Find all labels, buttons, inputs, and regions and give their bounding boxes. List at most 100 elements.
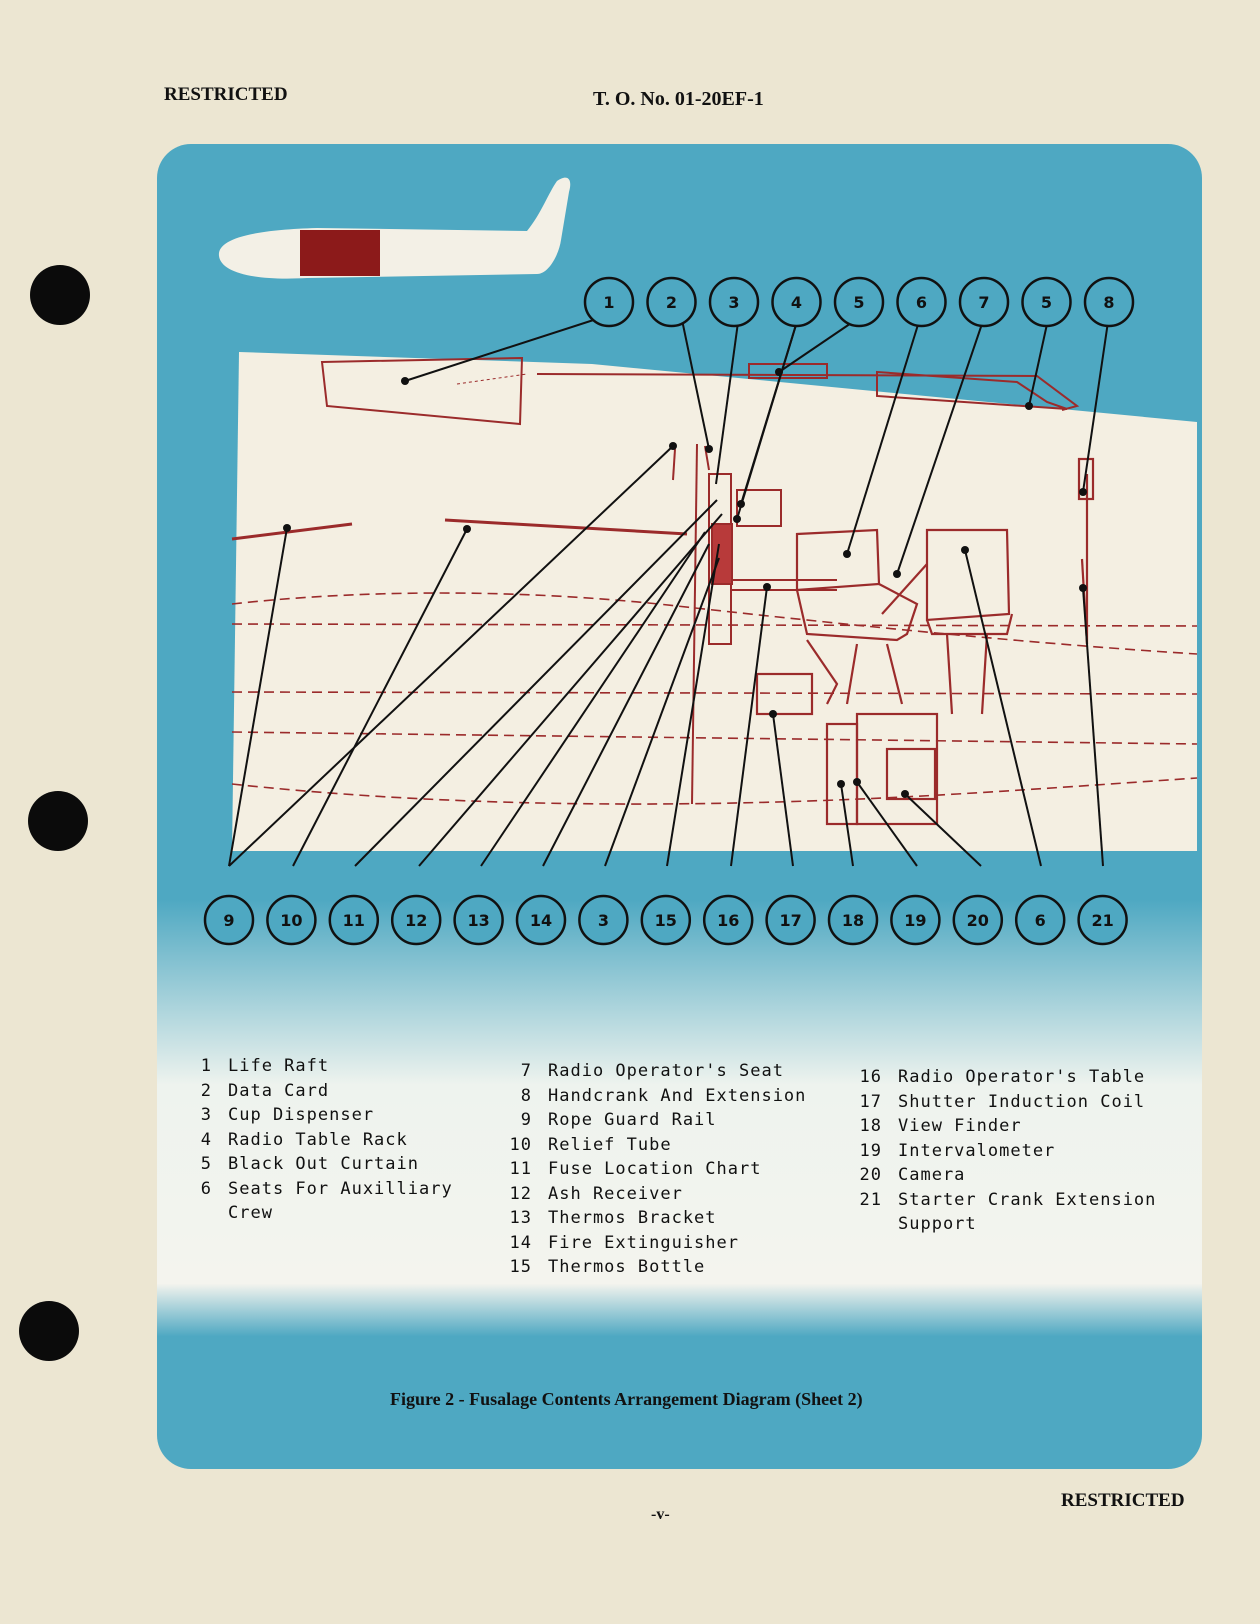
callout-number: 3 [598, 911, 609, 930]
legend-number: 20 [859, 1165, 882, 1185]
callout-7: 7 [958, 276, 1010, 328]
legend-number: 16 [859, 1067, 882, 1087]
callout-number: 14 [530, 911, 552, 930]
callout-number: 7 [978, 293, 989, 312]
legend-number: 14 [509, 1232, 532, 1253]
header-restricted: RESTRICTED [164, 84, 288, 105]
callout-5: 5 [1021, 276, 1072, 328]
callout-number: 10 [280, 911, 302, 930]
legend-number: 7 [520, 1061, 532, 1081]
callout-16: 16 [702, 894, 754, 946]
legend-number: 3 [200, 1105, 212, 1125]
callout-number: 21 [1091, 911, 1113, 930]
legend-label: Thermos Bracket [548, 1208, 717, 1228]
punch-hole-bottom [19, 1301, 79, 1361]
legend-label: Relief Tube [548, 1134, 672, 1155]
legend-number: 4 [200, 1129, 212, 1150]
callout-13: 13 [453, 894, 504, 946]
callout-number: 2 [666, 293, 677, 312]
callout-number: 11 [343, 911, 365, 930]
callout-number: 19 [904, 911, 926, 930]
legend-number: 13 [509, 1208, 532, 1228]
page-number: -v- [651, 1506, 670, 1523]
legend-number: 6 [200, 1178, 212, 1199]
callout-10: 10 [266, 894, 317, 946]
legend-label: Camera [898, 1165, 966, 1185]
legend-number: 11 [509, 1159, 532, 1179]
callout-number: 5 [1041, 293, 1052, 312]
legend-number: 21 [859, 1189, 882, 1210]
aircraft-silhouette-icon [218, 177, 571, 279]
callout-11: 11 [328, 894, 380, 946]
callout-2: 2 [646, 276, 697, 328]
legend-number: 2 [200, 1080, 212, 1101]
legend-number: 19 [859, 1140, 882, 1161]
callout-number: 6 [1035, 911, 1046, 930]
callout-5: 5 [833, 276, 885, 328]
footer-restricted: RESTRICTED [1061, 1490, 1185, 1511]
legend-label: Shutter Induction Coil [898, 1091, 1146, 1112]
callout-3: 3 [578, 894, 629, 946]
callout-number: 8 [1103, 293, 1114, 312]
legend-label: Cup Dispenser [228, 1105, 375, 1125]
document-number: T. O. No. 01-20EF-1 [593, 88, 764, 110]
callout-number: 17 [779, 911, 801, 930]
legend-label: Support [898, 1214, 977, 1234]
callout-number: 15 [655, 911, 677, 930]
legend-number: 1 [200, 1056, 212, 1076]
callout-number: 12 [405, 911, 427, 930]
legend-label: Handcrank And Extension [548, 1085, 807, 1106]
legend-number: 15 [509, 1257, 532, 1277]
callout-6: 6 [896, 276, 947, 328]
legend-label: Intervalometer [898, 1140, 1056, 1161]
callout-19: 19 [890, 894, 941, 946]
figure-caption: Figure 2 - Fusalage Contents Arrangement… [390, 1389, 863, 1409]
callout-number: 20 [967, 911, 989, 930]
legend-label: Seats For Auxilliary [228, 1178, 453, 1199]
legend-label: Data Card [228, 1080, 330, 1101]
legend-label: Fire Extinguisher [548, 1232, 739, 1253]
legend-number: 9 [520, 1110, 532, 1130]
callout-9: 9 [203, 894, 255, 946]
callout-number: 16 [717, 911, 739, 930]
punch-hole-middle [28, 791, 88, 851]
callout-3: 3 [708, 276, 760, 328]
legend-label: Radio Operator's Table [898, 1067, 1146, 1087]
callout-6: 6 [1014, 894, 1066, 946]
callout-4: 4 [771, 276, 822, 328]
legend-label: Radio Operator's Seat [548, 1061, 784, 1081]
legend-label: Thermos Bottle [548, 1257, 706, 1277]
callout-number: 3 [728, 293, 739, 312]
legend-label: Crew [228, 1203, 273, 1223]
callout-21: 21 [1077, 894, 1128, 946]
legend-label: Ash Receiver [548, 1183, 683, 1204]
callout-18: 18 [827, 894, 879, 946]
fuselage-section [232, 352, 1197, 851]
callout-1: 1 [583, 276, 635, 328]
callout-20: 20 [952, 894, 1004, 946]
callout-14: 14 [515, 894, 567, 946]
legend-number: 17 [859, 1091, 882, 1112]
punch-hole-top [30, 265, 90, 325]
bottom-callouts: 9 10 11 12 13 14 3 15 16 17 18 19 20 6 21 [203, 894, 1128, 946]
legend-label: Starter Crank Extension [898, 1189, 1157, 1210]
callout-12: 12 [390, 894, 442, 946]
legend-label: Black Out Curtain [228, 1154, 419, 1174]
legend-number: 12 [509, 1183, 532, 1204]
legend-number: 8 [520, 1085, 532, 1106]
callout-number: 13 [467, 911, 489, 930]
callout-15: 15 [640, 894, 692, 946]
legend-label: Life Raft [228, 1056, 330, 1076]
life-raft [320, 356, 524, 426]
callout-number: 18 [842, 911, 864, 930]
legend-label: Fuse Location Chart [548, 1159, 762, 1179]
callout-number: 9 [223, 911, 234, 930]
legend-label: Radio Table Rack [228, 1129, 408, 1150]
callout-8: 8 [1083, 276, 1135, 328]
legend-label: Rope Guard Rail [548, 1110, 717, 1130]
legend-number: 5 [200, 1154, 212, 1174]
legend-number: 10 [509, 1134, 532, 1155]
callout-17: 17 [765, 894, 816, 946]
